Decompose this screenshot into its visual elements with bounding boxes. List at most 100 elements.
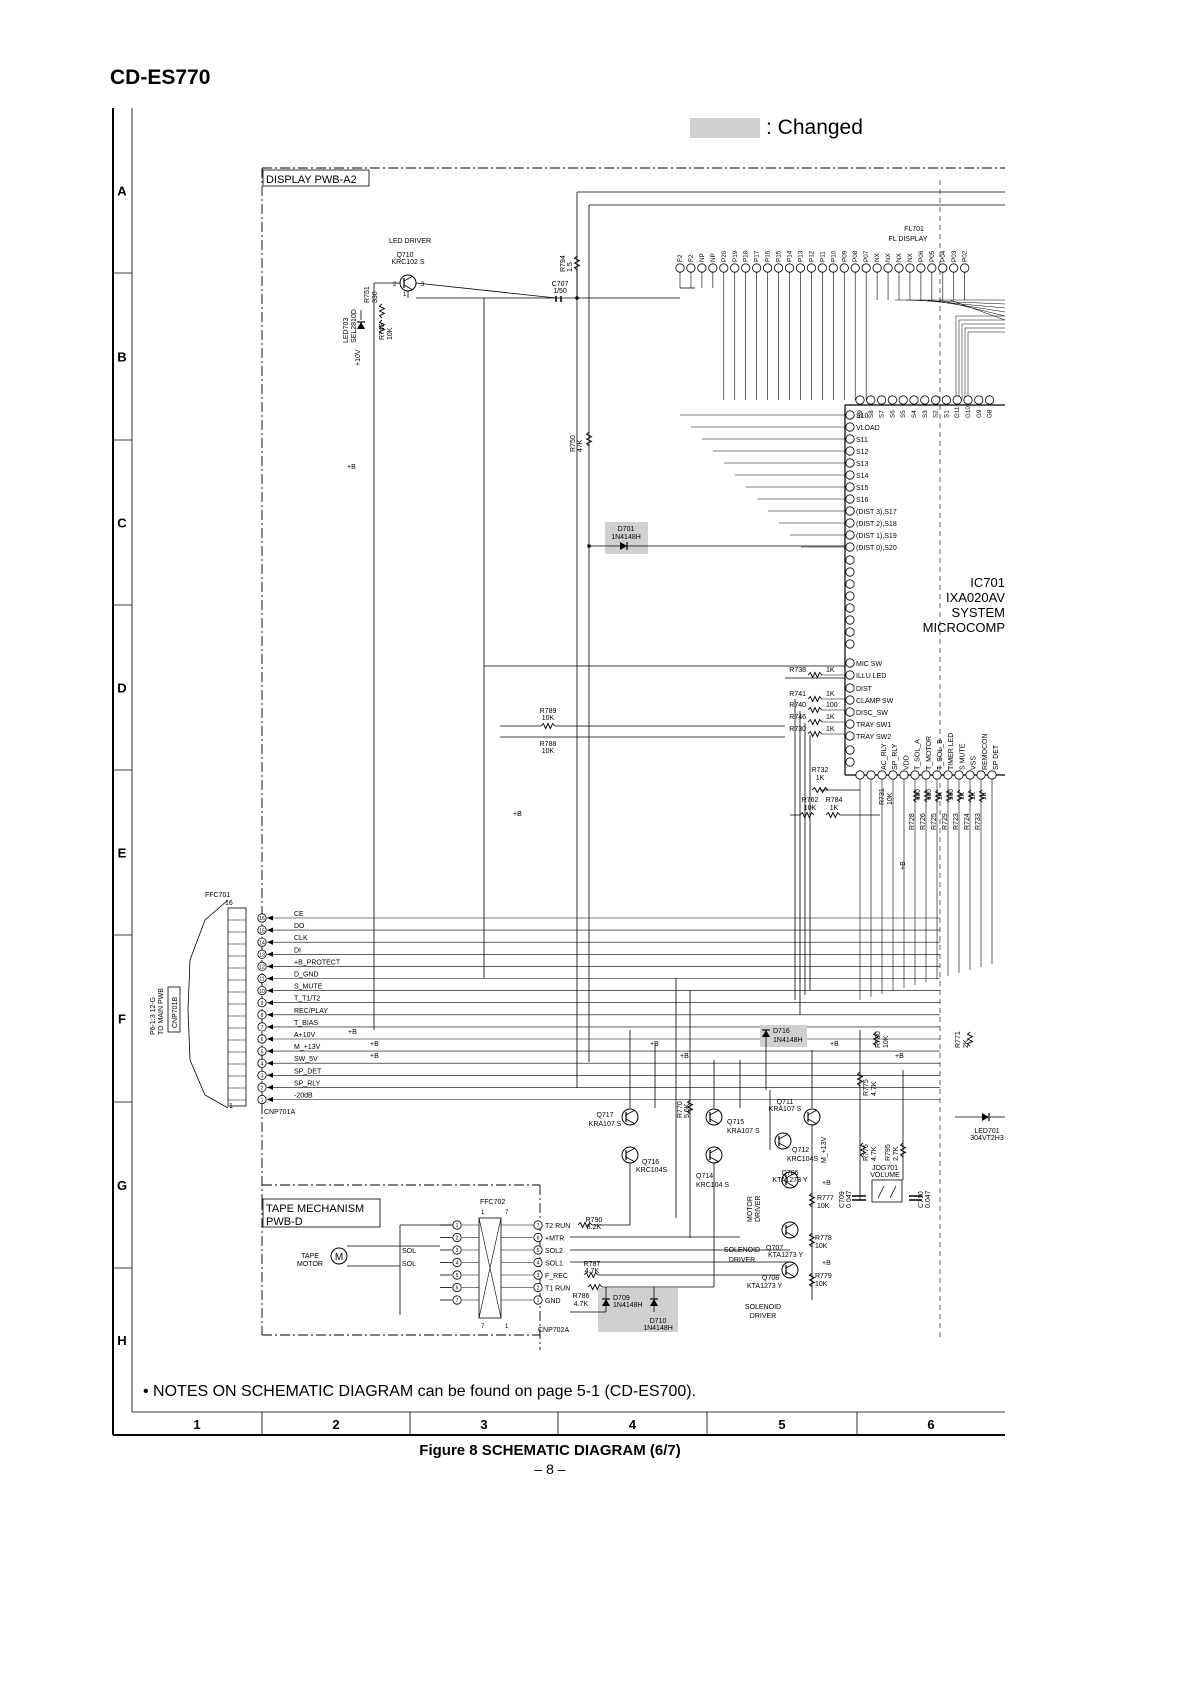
ic-bottom-pin-label: SP DET [993,744,1000,770]
pin-number: 8 [261,1013,264,1019]
ic-left-pin-label: S12 [856,449,869,456]
pin-marker [257,985,267,996]
pin-marker [828,263,838,273]
pin-marker [845,542,855,552]
pin-marker [257,937,267,947]
pin-marker [941,395,952,405]
pin-marker [452,1232,462,1243]
q716-label: Q716 [642,1159,659,1166]
resistor-label: R745 [379,323,386,340]
pin-marker [845,695,855,705]
resistor-symbol [378,319,386,335]
ic-bottom-pin-label: T_SOL_A [915,739,922,770]
pin-marker [845,410,855,420]
pin-marker [974,395,984,405]
fl-pin-label: P16 [765,250,772,262]
ic-left-pin-label: (DIST 3),S17 [856,509,897,516]
signal-arrow [267,927,273,933]
pin-marker [898,395,908,405]
resistor-label: R730 [789,726,806,733]
cnp701b-label: CNP701B [172,997,179,1028]
fl701-label: FL DISPLAY [889,236,928,243]
resistor-symbol [799,811,815,819]
figure-caption: Figure 8 SCHEMATIC DIAGRAM (6/7) [419,1442,681,1459]
pin-marker [452,1220,462,1230]
cnp702-signal-label: SOL1 [545,1261,563,1268]
pin-number: 3 [421,282,425,288]
q712-label: Q712 [792,1147,809,1154]
pin-marker [916,263,926,273]
pin-marker [845,603,855,613]
d716-changed-highlight [760,1025,807,1047]
pin-number: 3 [456,1248,459,1254]
pin-marker [984,395,995,405]
pin-marker [845,494,855,504]
pin-number: 1 [261,1098,264,1104]
resistor-label: 4.7K [585,1268,600,1275]
pin-marker [963,395,973,405]
transistor-q715 [705,1108,723,1126]
pin-number: 7 [505,1210,509,1216]
pin-marker [257,1034,267,1044]
transistor-lead [625,1147,636,1154]
transistor-lead [625,1109,636,1116]
pin-marker [932,770,942,780]
pin-number: 2 [393,282,397,288]
resistor-label: R732 [812,767,829,774]
ic-bottom-pin-label: T_MOTOR [926,736,933,770]
rail-label: +B [650,1041,659,1048]
rail-label: +B [900,861,907,870]
pin-marker [883,263,893,273]
pin-marker [872,263,882,273]
column-label-1: 1 [193,1417,200,1432]
pin-marker [452,1282,462,1293]
pin-marker [257,1058,267,1068]
fl-pin-label: NX [885,252,892,262]
pin-marker [866,395,876,405]
ffc702-body [478,1217,502,1319]
resistor-label: R740 [789,702,806,709]
resistor-symbol [807,718,823,726]
q711-label: Q711 [777,1099,794,1106]
led-driver-label: LED DRIVER [389,238,431,245]
q708-part: KTA1273 Y [747,1283,782,1290]
q714-label: Q714 [696,1173,713,1180]
c707-label: C707 [552,281,569,288]
pin-number: 3 [537,1273,540,1279]
d710-label: D710 [650,1318,667,1325]
cnp702-signal-label: +MTR [545,1236,564,1243]
pin-marker [257,1010,267,1020]
pin-marker [927,263,937,273]
q706-label: Q706 [781,1170,798,1177]
cnp701b-box [167,986,181,1033]
cnp701a-signal-label: REC/PLAY [294,1008,328,1015]
ic-grid-pin-label: S5 [900,410,907,418]
row-label-E: E [118,846,127,861]
resistor-symbol [585,431,593,447]
pin-marker [257,925,267,935]
rail-label: +B [348,1029,357,1036]
cnp701a-signal-label: T_T1/T2 [294,996,321,1003]
q711-part: KRA107 S [769,1106,802,1113]
row-label-H: H [117,1333,126,1348]
ic-left-pin-label: DIST [856,686,873,693]
resistor-label: 330 [372,291,379,303]
resistor-label: 2.7K [893,1146,900,1161]
resistor-symbol [577,1221,593,1229]
ic-bottom-pin-label: T_SOL_B [937,739,944,770]
ic-grid-pin-label: S9 [857,410,864,418]
fl-pin-label: P20 [721,250,728,262]
signal-arrow [267,1048,273,1054]
resistor-label: R780 [875,1031,882,1048]
pin-marker [533,1282,543,1293]
solenoid-driver-label: DRIVER [750,1313,776,1320]
pin-number: 16 [259,916,265,922]
pin-marker [845,506,855,516]
tape-motor-label: TAPE [301,1253,319,1260]
column-label-6: 6 [927,1417,934,1432]
ic-grid-pin-label: S4 [911,410,918,418]
signal-arrow [267,1072,273,1078]
pin-marker [806,263,817,273]
transistor-lead [785,1231,796,1238]
